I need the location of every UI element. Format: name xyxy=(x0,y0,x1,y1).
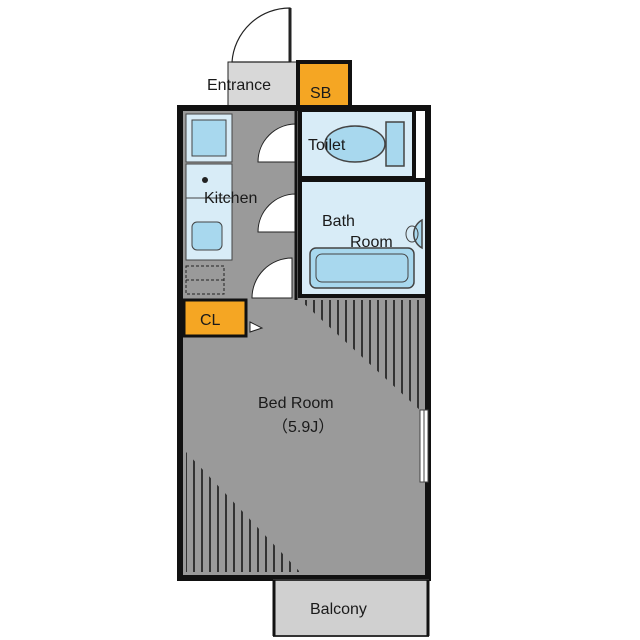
bathtub xyxy=(309,247,415,289)
stove-burner xyxy=(202,177,208,183)
toilet-label: Toilet xyxy=(308,137,346,154)
kitchen-sink xyxy=(191,221,223,251)
bedroom-size-label: （5.9J） xyxy=(272,418,334,436)
entrance-label: Entrance xyxy=(207,77,271,94)
kitchen-label: Kitchen xyxy=(204,190,257,207)
bedroom-label: Bed Room xyxy=(258,395,334,412)
balcony-label: Balcony xyxy=(310,601,367,618)
closet xyxy=(182,298,248,338)
toilet-bowl xyxy=(324,125,386,163)
bedroom-hatch-lower-left xyxy=(186,452,300,572)
bath-door-swing xyxy=(257,193,297,233)
outer-wall xyxy=(177,105,431,581)
bedroom-door-swing xyxy=(251,257,293,299)
bath-label: Bath xyxy=(322,213,355,230)
bath-room-label: Room xyxy=(350,234,393,251)
toilet-tank xyxy=(385,121,405,167)
entrance-door-swing xyxy=(231,7,291,63)
bedroom-hatch-upper-right xyxy=(300,300,422,412)
shoe-box-label: SB xyxy=(310,85,331,102)
closet-label: CL xyxy=(200,312,221,329)
toilet-door-swing xyxy=(257,123,297,163)
